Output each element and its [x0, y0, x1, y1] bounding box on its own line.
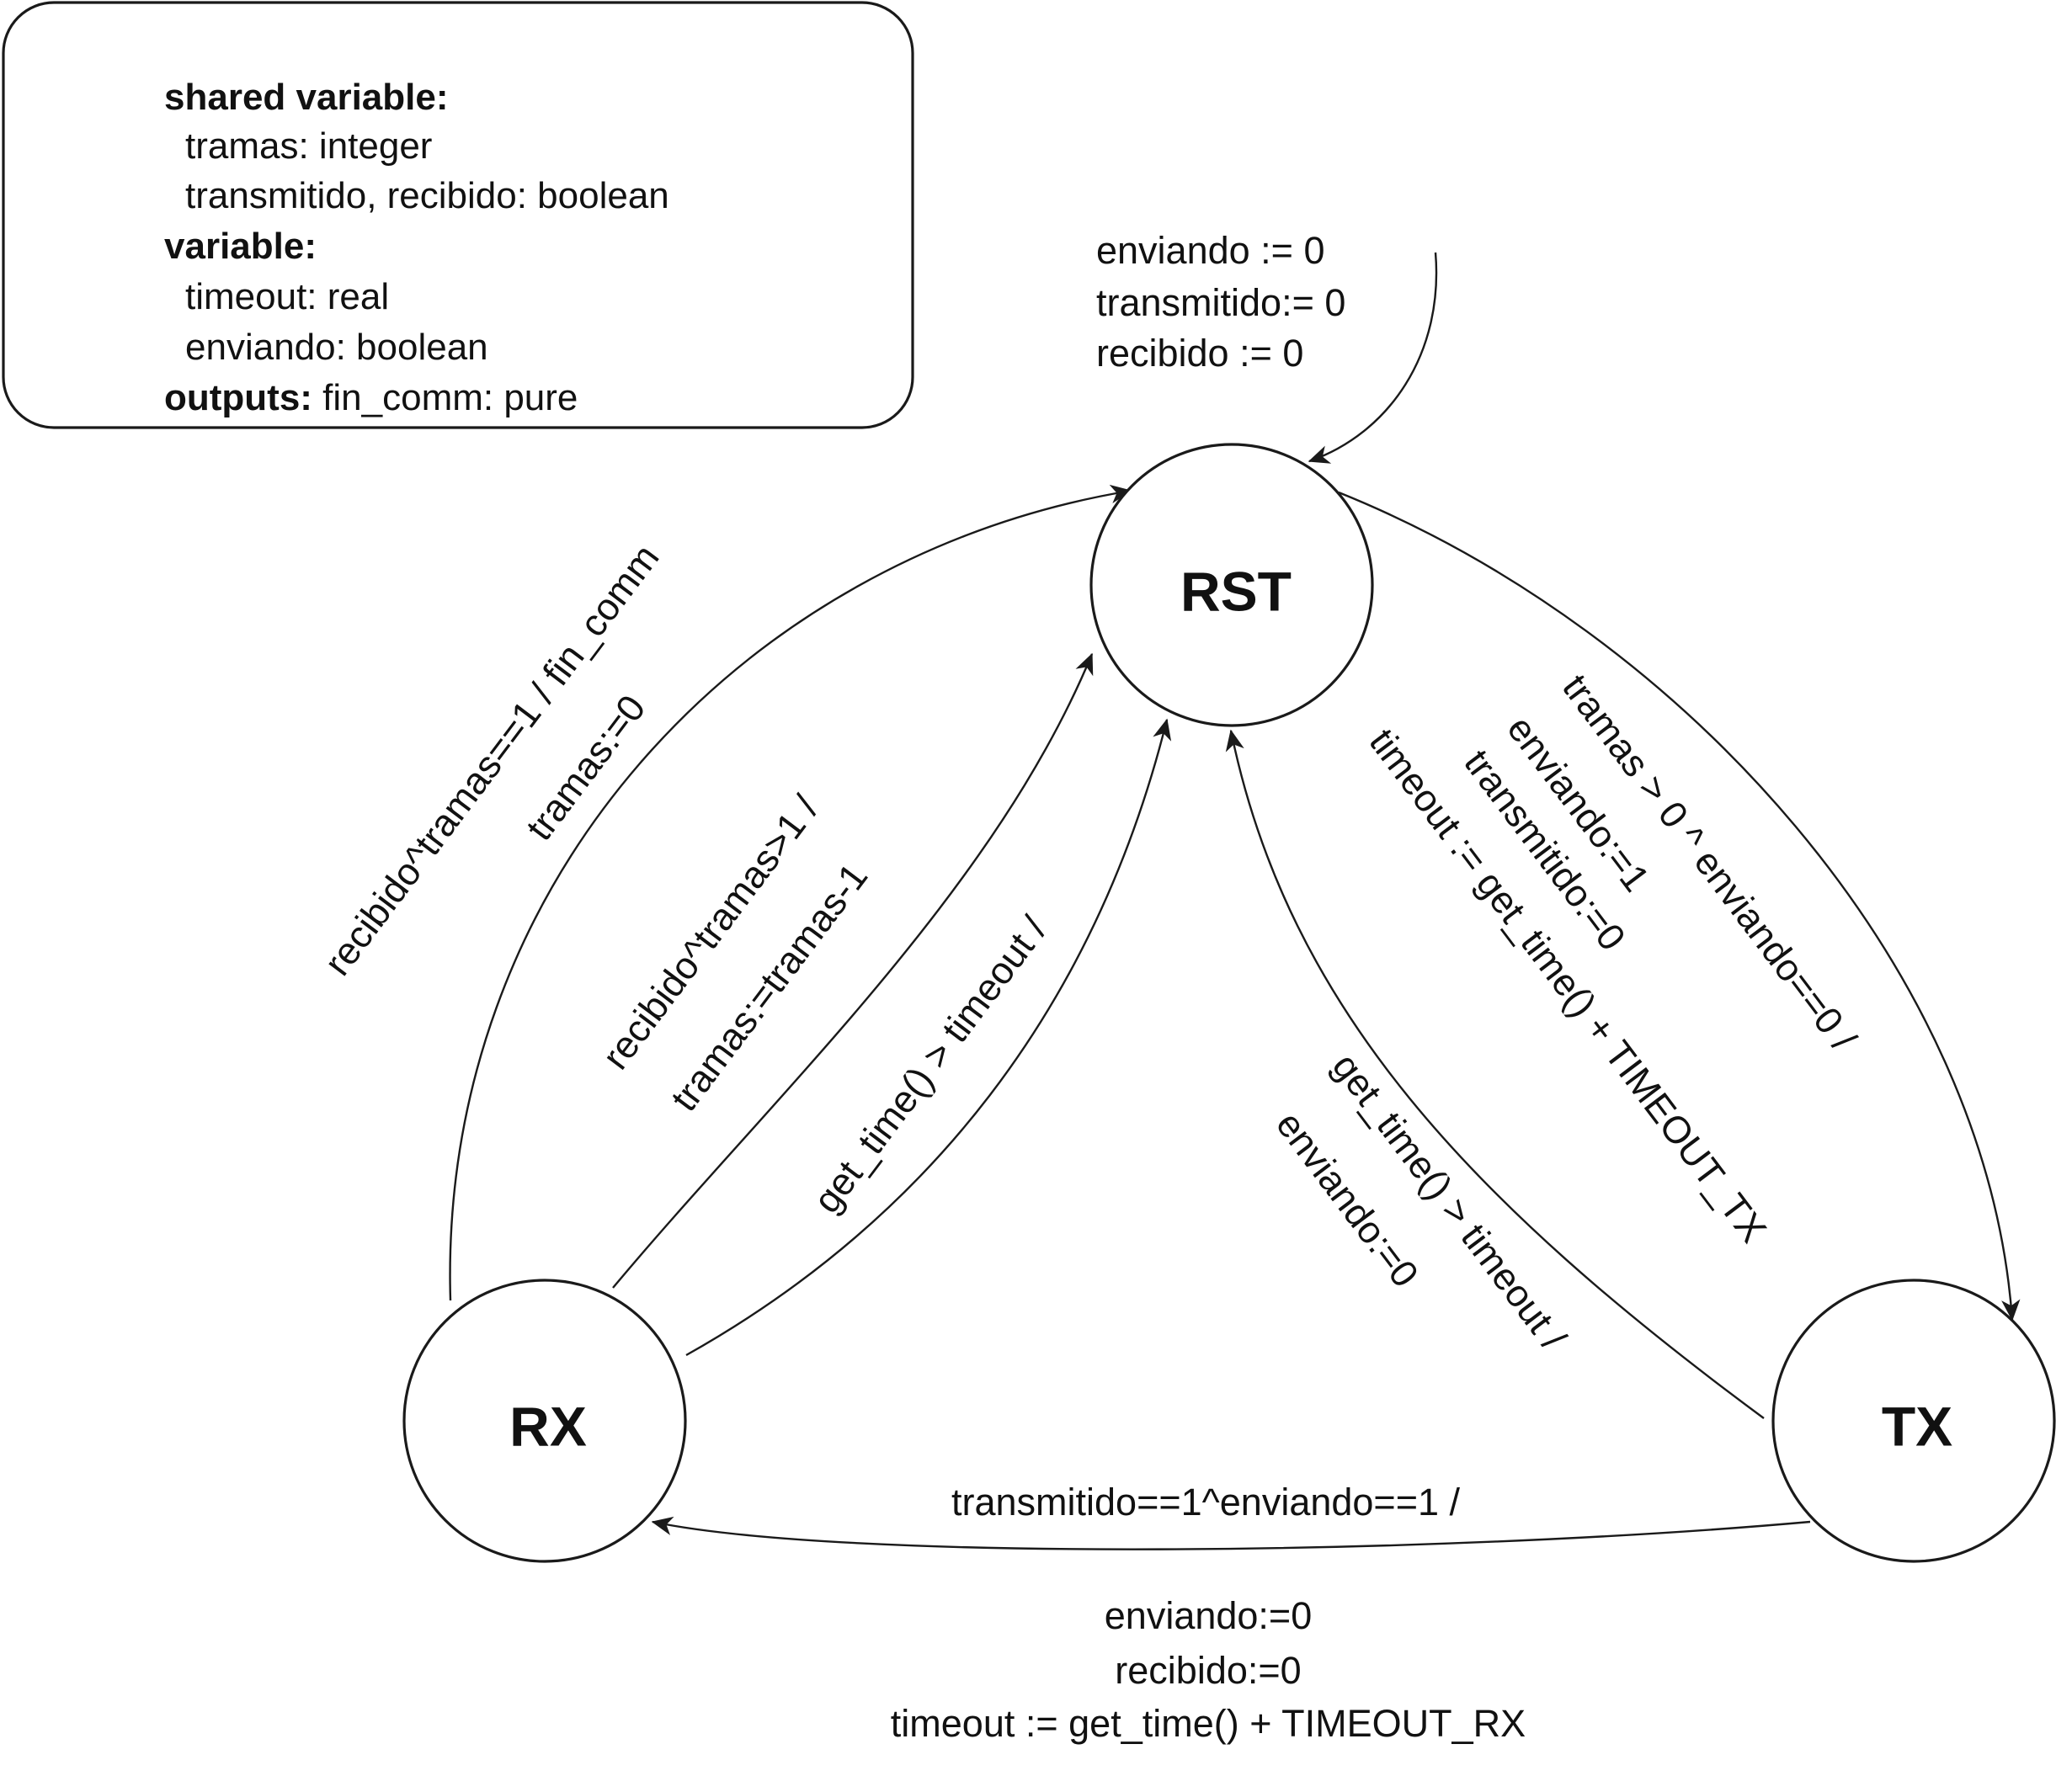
state-rx-label: RX [509, 1395, 587, 1457]
tx-rx-action-2: recibido:=0 [1115, 1649, 1301, 1692]
rx-to-rst-middle-arrow [612, 652, 1094, 1289]
rx-rst-middle-label: recibido^tramas>1 / tramas:=tramas-1 [594, 787, 876, 1119]
tx-rst-label: get_time() > timeout / enviando:=0 [1268, 1045, 1575, 1359]
rx-rst-inner-label: get_time() > timeout / [805, 908, 1056, 1221]
initial-label: enviando := 0 transmitido:= 0 recibido :… [1096, 229, 1345, 375]
tx-rx-action-1: enviando:=0 [1105, 1594, 1312, 1637]
decl-line-7: outputs: fin_comm: pure [164, 377, 578, 418]
tx-to-rx-arrow [651, 1516, 1811, 1550]
state-tx: TX [1771, 1279, 2056, 1563]
decl-line-1: shared variable: [164, 77, 449, 118]
initial-transition-arrow [1308, 252, 1438, 464]
tx-rx-label: transmitido==1^enviando==1 / [951, 1481, 1461, 1523]
decl-line-6: enviando: boolean [185, 327, 488, 368]
decl-line-3: transmitido, recibido: boolean [185, 175, 669, 216]
rst-to-tx-arrow [1338, 491, 2021, 1321]
rx-to-rst-inner-arrow [685, 718, 1172, 1357]
tx-to-rst-arrow [1225, 729, 1765, 1419]
rx-rst-inner-line-1: get_time() > timeout / [805, 908, 1056, 1221]
declarations-box: shared variable: tramas: integer transmi… [2, 1, 914, 429]
rx-to-rst-outer-arrow [449, 484, 1132, 1301]
state-tx-label: TX [1882, 1395, 1952, 1457]
state-rst-label: RST [1180, 560, 1292, 622]
decl-line-4: variable: [164, 226, 317, 267]
initial-line-3: recibido := 0 [1096, 332, 1303, 375]
transitions [449, 252, 2021, 1550]
tx-rx-actions-label: enviando:=0 recibido:=0 timeout := get_t… [891, 1594, 1526, 1745]
decl-line-5: timeout: real [185, 276, 389, 317]
tx-rx-action-3: timeout := get_time() + TIMEOUT_RX [891, 1702, 1526, 1745]
state-rst: RST [1089, 443, 1374, 727]
decl-line-2: tramas: integer [185, 125, 432, 167]
initial-line-1: enviando := 0 [1096, 229, 1324, 272]
state-rx: RX [402, 1279, 687, 1563]
initial-line-2: transmitido:= 0 [1096, 281, 1345, 324]
